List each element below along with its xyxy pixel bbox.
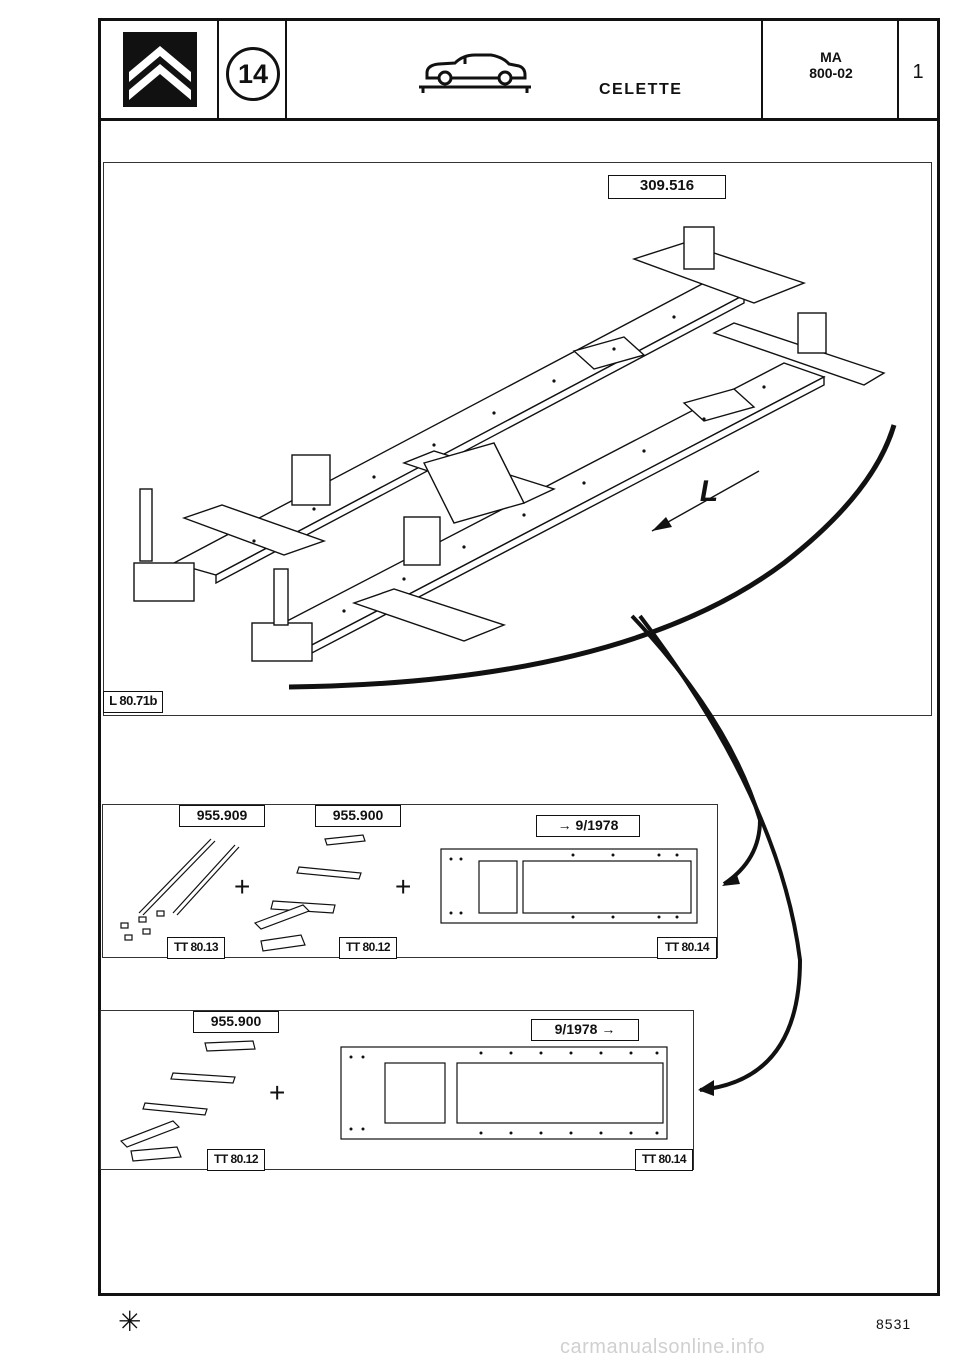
figure-code: L 80.71b [103, 691, 163, 713]
car-on-lift-icon [419, 53, 531, 93]
watermark: carmanualsonline.info [560, 1336, 766, 1358]
date-label-before-1978: → 9/1978 [536, 815, 640, 837]
asterisk-mark-icon: ✳ [118, 1306, 142, 1337]
date-label-after-1978: 9/1978 → [531, 1019, 639, 1041]
part-label-955900: 955.900 [315, 805, 401, 827]
section-number: 14 [226, 47, 280, 101]
kit-panel-pre-1978: 955.909 955.900 → 9/1978 + + TT 80.13 TT… [102, 804, 718, 959]
figure-code-tt8012: TT 80.12 [339, 937, 397, 959]
plus-sign: + [234, 871, 251, 902]
reference-line-2: 800-02 [809, 65, 853, 81]
bench-frame-drawing [133, 226, 897, 690]
kit-panel-post-1978: 955.900 9/1978 → + TT 80.12 TT 80.14 [100, 1010, 694, 1171]
plus-sign: + [395, 871, 412, 902]
main-figure-panel: 309.516 L L 80.71b [103, 162, 932, 716]
part-label-309516: 309.516 [608, 175, 726, 199]
reference-cell: MA 800-02 [763, 21, 899, 118]
reference-code: MA 800-02 [763, 49, 899, 81]
part-label-955900: 955.900 [193, 1011, 279, 1033]
double-chevron-icon [129, 46, 191, 100]
figure-code-tt8012: TT 80.12 [207, 1149, 265, 1171]
manual-page: 14 CELETTE MA 800-02 1 [98, 18, 940, 1296]
kit-parts-drawing-1 [120, 834, 698, 952]
part-label-955909: 955.909 [179, 805, 265, 827]
reference-line-1: MA [820, 49, 842, 65]
figure-code-tt8014: TT 80.14 [635, 1149, 693, 1171]
document-code: 8531 [876, 1316, 912, 1332]
plus-sign: + [269, 1077, 286, 1108]
page-header: 14 CELETTE MA 800-02 1 [101, 21, 937, 121]
page-number: 1 [912, 61, 924, 83]
citroen-logo [123, 32, 197, 107]
brand-name: CELETTE [599, 81, 683, 98]
kit-parts-drawing-2 [119, 1040, 668, 1162]
page-number-cell: 1 [899, 21, 937, 118]
figure-code-tt8013: TT 80.13 [167, 937, 225, 959]
title-cell: CELETTE [287, 21, 763, 118]
section-number-cell: 14 [219, 21, 287, 118]
figure-code-tt8014: TT 80.14 [657, 937, 717, 959]
logo-cell [101, 21, 219, 118]
